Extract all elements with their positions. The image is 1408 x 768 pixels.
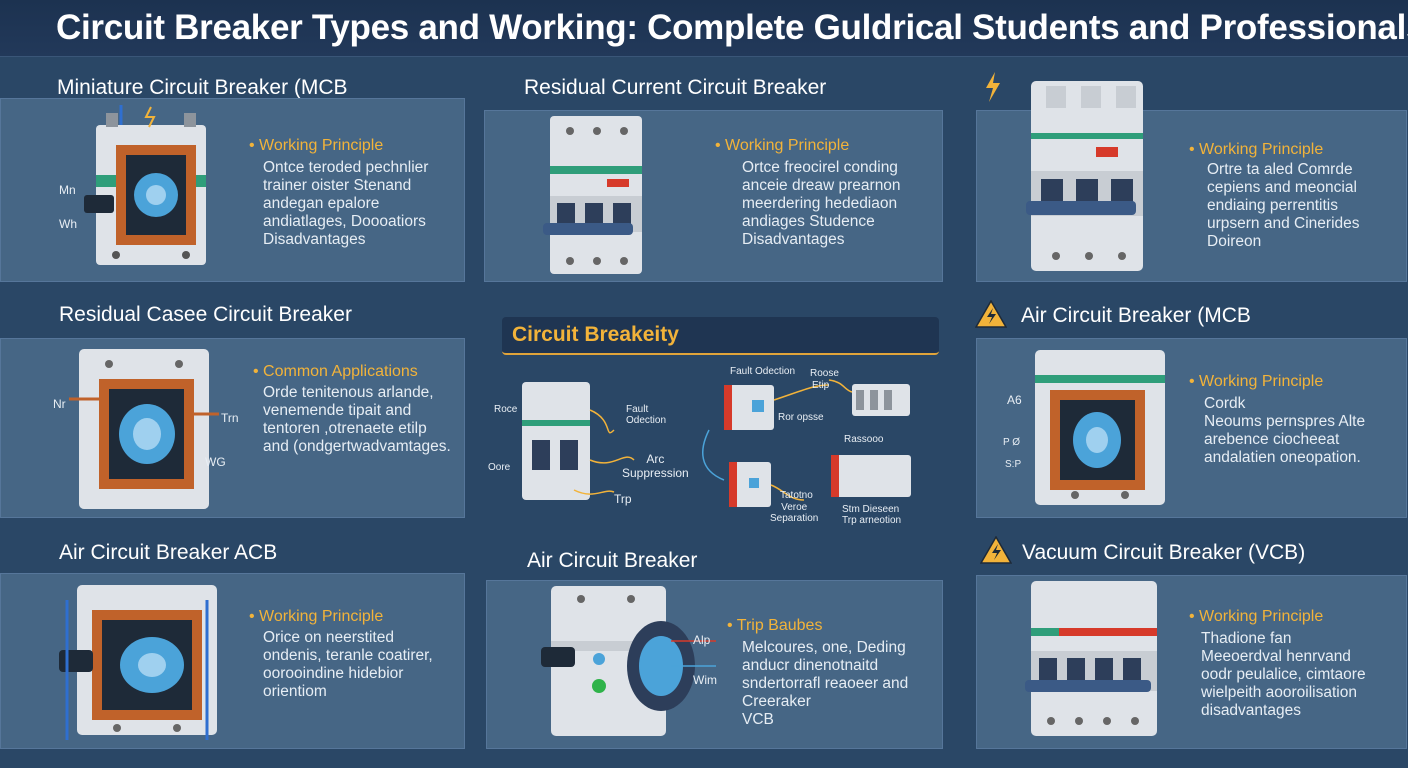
heading-working-principle: Working Principle (1189, 608, 1323, 626)
heading-common-applications: Common Applications (253, 363, 418, 381)
heading-working-principle: Working Principle (1189, 141, 1323, 159)
acb-cutaway-image (57, 580, 237, 745)
label-s-p: S:P (1005, 459, 1022, 470)
warning-icon (975, 300, 1007, 328)
residual-casee-cutaway-image (69, 339, 219, 514)
label-wh: Wh (59, 217, 77, 231)
label-trip: Trp (614, 492, 632, 506)
label-fault-detection-small: Fault Odection (626, 404, 667, 426)
label-arc-suppression: Arc Suppression (622, 452, 689, 480)
label-tatotno: Tatotno (780, 490, 813, 501)
mcb-cutaway-image (76, 105, 226, 275)
three-pole-breaker-image (1021, 71, 1151, 276)
label-fault-odection: Fault Odection (730, 366, 796, 377)
section-title-air-cb: Air Circuit Breaker (527, 549, 698, 572)
section-body: Ontce teroded pechnlier trainer oister S… (263, 159, 429, 248)
label-veroe-separation: Veroe Separation (770, 502, 819, 524)
center-diagram: Roce Oore Fault Odection Arc Suppression… (484, 360, 941, 535)
center-title-panel: Circuit Breakeity (502, 317, 939, 355)
card-acb: Working Principle Orice on neerstited on… (0, 573, 465, 749)
label-nr: Nr (53, 397, 66, 411)
label-p-o: P Ø (1003, 437, 1021, 448)
section-body: Ortre ta aled Comrde cepiens and meoncia… (1207, 161, 1360, 250)
label-roose: Roose (810, 368, 839, 379)
label-rassooo: Rassooo (844, 434, 884, 445)
label-etip: Etip (812, 380, 830, 391)
lightning-icon (986, 72, 1000, 102)
page-title: Circuit Breaker Types and Working: Compl… (56, 8, 1408, 47)
heading-working-principle: Working Principle (249, 137, 383, 155)
center-diagram-graphics (522, 379, 911, 507)
label-ror-opsse: Ror opsse (778, 412, 824, 423)
card-acb-mcb: A6 P Ø S:P Working Principle Cordk Neoum… (976, 338, 1407, 518)
section-body: Orice on neerstited ondenis, teranle coa… (263, 629, 433, 700)
card-breaker-3pole: Working Principle Ortre ta aled Comrde c… (976, 81, 1407, 282)
section-body: Melcoures, one, Deding anducr dinenotnai… (742, 639, 909, 728)
section-title-residual-casee: Residual Casee Circuit Breaker (59, 303, 352, 326)
section-title-vcb: Vacuum Circuit Breaker (VCB) (1022, 541, 1306, 564)
label-a6: A6 (1007, 393, 1022, 407)
label-wg: WG (205, 455, 226, 469)
heading-trip-baubes: Trip Baubes (727, 617, 823, 635)
center-title: Circuit Breakeity (512, 323, 679, 346)
label-roce: Roce (494, 404, 518, 415)
card-air-cb: Alp Wim Trip Baubes Melcoures, one, Dedi… (486, 580, 943, 749)
label-alp: Alp (693, 633, 711, 647)
label-stm-dieseen: Stm Dieseen Trp arneotion (842, 504, 902, 526)
air-cb-breaker-image (541, 581, 721, 746)
rccb-breaker-image (535, 111, 655, 279)
section-title-acb-mcb: Air Circuit Breaker (MCB (1021, 304, 1251, 327)
section-body: Cordk Neoums pernspres Alte arebence cio… (1204, 395, 1366, 466)
label-wim: Wim (693, 673, 717, 687)
section-title-mcb: Miniature Circuit Breaker (MCB (57, 76, 348, 99)
heading-working-principle: Working Principle (715, 137, 849, 155)
card-rccb: Working Principle Ortce freocirel condin… (484, 110, 943, 282)
heading-working-principle: Working Principle (1189, 373, 1323, 391)
heading-working-principle: Working Principle (249, 608, 383, 626)
acb-mcb-cutaway-image (1025, 345, 1175, 510)
label-oore: Oore (488, 462, 511, 473)
vcb-breaker-image (1021, 576, 1161, 741)
card-mcb: Mn Wh Working Principle Ontce teroded pe… (0, 98, 465, 282)
warning-icon (980, 536, 1012, 564)
card-residual-casee: Nr Trn WG Common Applications Orde tenit… (0, 338, 465, 518)
section-body: Thadione fan Meeoerdval henrvand oodr pe… (1201, 630, 1366, 719)
label-mn: Mn (59, 183, 76, 197)
title-bar: Circuit Breaker Types and Working: Compl… (0, 0, 1408, 57)
section-title-rccb: Residual Current Circuit Breaker (524, 76, 827, 99)
section-title-acb: Air Circuit Breaker ACB (59, 541, 278, 564)
label-trn: Trn (221, 411, 239, 425)
card-vcb: Working Principle Thadione fan Meeoerdva… (976, 575, 1407, 749)
section-body: Orde tenitenous arlande, venemende tipai… (263, 384, 451, 455)
section-body: Ortce freocirel conding anceie dreaw pre… (742, 159, 901, 248)
